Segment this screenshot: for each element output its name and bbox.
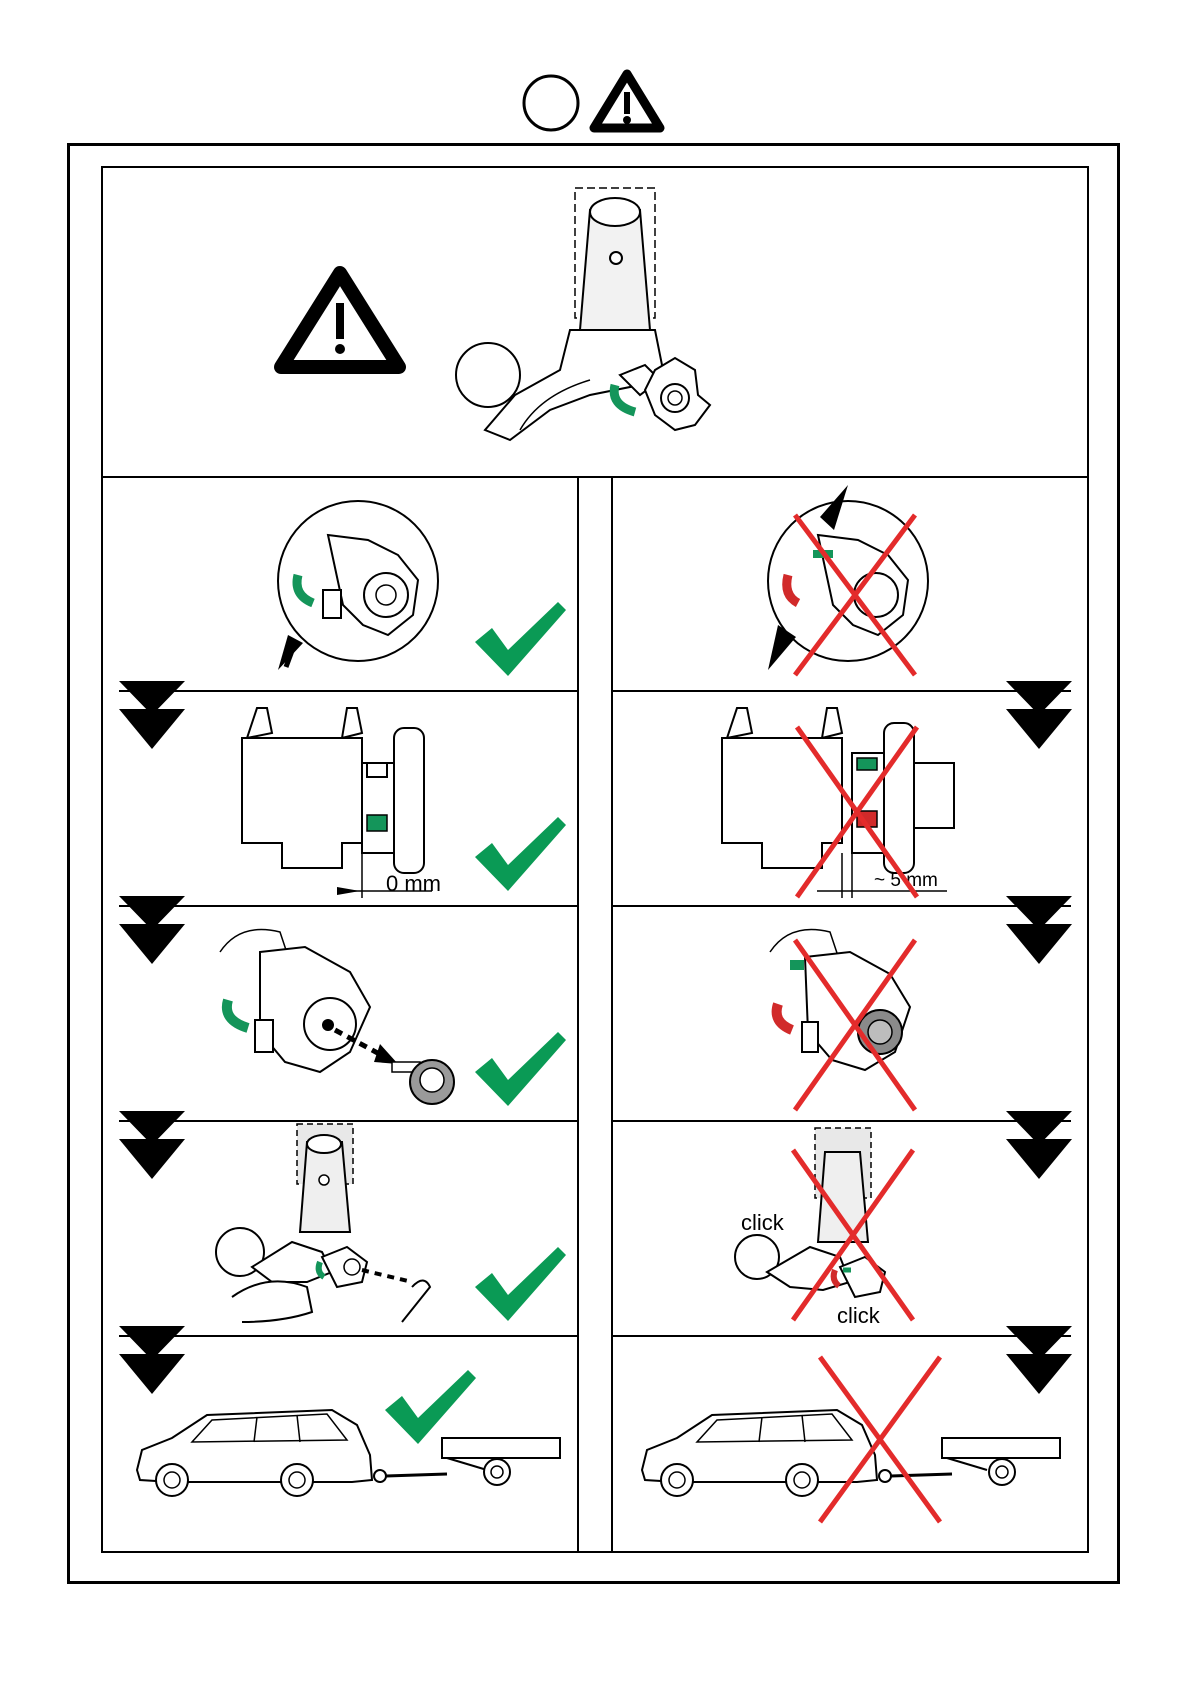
- divider-row2: [119, 905, 577, 907]
- header-warning-triangle-icon: [590, 70, 664, 132]
- double-arrow-down-icon: [117, 1326, 187, 1396]
- divider-row1-r: [611, 690, 1071, 692]
- divider-center-2: [611, 478, 613, 1553]
- double-arrow-down-icon: [117, 896, 187, 966]
- double-arrow-down-icon: [117, 681, 187, 751]
- cross-mark-icon: [788, 1145, 918, 1325]
- lock-hand-ok-illustration: [212, 1122, 452, 1332]
- double-arrow-down-icon: [1004, 1111, 1074, 1181]
- double-arrow-down-icon: [1004, 1326, 1074, 1396]
- cross-mark-icon: [792, 722, 922, 902]
- check-mark-icon: [470, 815, 570, 895]
- key-insert-ok-illustration: [200, 912, 480, 1112]
- divider-row1: [119, 690, 577, 692]
- check-mark-icon: [380, 1368, 480, 1448]
- cross-mark-icon: [790, 510, 920, 680]
- car-trailer-ok-illustration: [132, 1400, 572, 1510]
- check-mark-icon: [470, 1245, 570, 1325]
- double-arrow-down-icon: [117, 1111, 187, 1181]
- divider-row4: [119, 1335, 577, 1337]
- divider-top-section: [101, 476, 1089, 478]
- towbar-illustration: [440, 180, 720, 470]
- header-circle-icon: [521, 73, 581, 133]
- detail-knob-ok-illustration: [268, 495, 448, 675]
- cross-mark-icon: [815, 1352, 945, 1527]
- check-mark-icon: [470, 600, 570, 680]
- click-label-top: click: [741, 1212, 784, 1234]
- check-mark-icon: [470, 1030, 570, 1110]
- warning-triangle-icon: [275, 265, 405, 375]
- double-arrow-down-icon: [1004, 681, 1074, 751]
- double-arrow-down-icon: [1004, 896, 1074, 966]
- divider-row4-r: [611, 1335, 1071, 1337]
- divider-center: [577, 478, 579, 1553]
- gap-label-ok: 0 mm: [386, 873, 441, 895]
- divider-row2-r: [611, 905, 1071, 907]
- cross-mark-icon: [790, 935, 920, 1115]
